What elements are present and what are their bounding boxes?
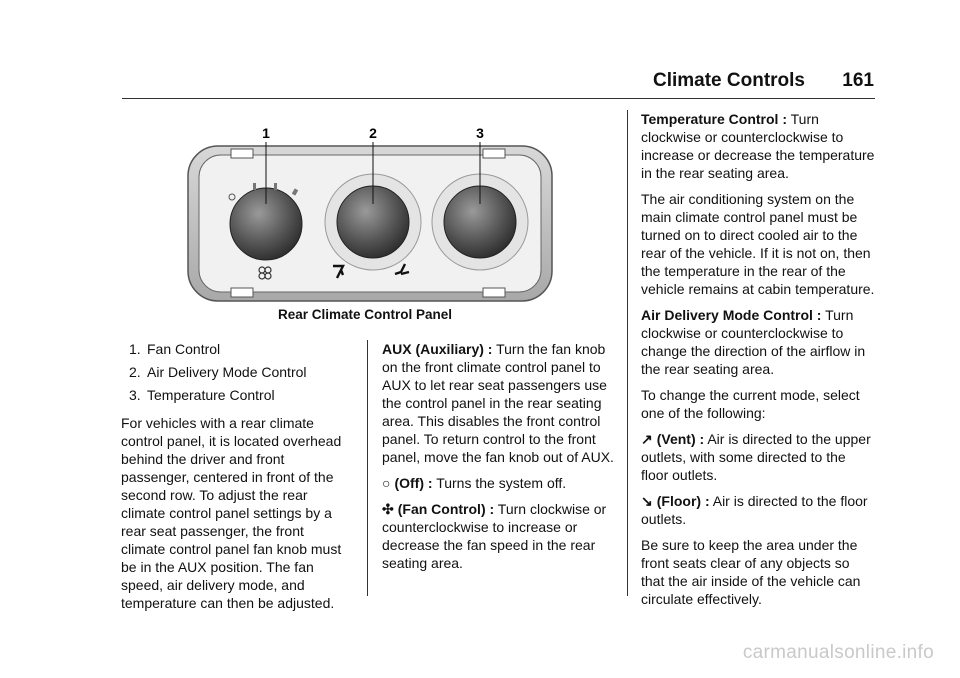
vent-icon: ↗ [641,431,653,447]
page-number: 161 [842,70,874,91]
figure-caption: Rear Climate Control Panel [278,307,453,322]
floor-icon [394,263,410,276]
mode-paragraph: Air Delivery Mode Control : Turn clockwi… [641,307,866,377]
column-2: AUX (Auxiliary) : Turn the fan knob on t… [382,340,618,580]
keep-clear-paragraph: Be sure to keep the area under the front… [641,537,861,607]
callout-2: 2 [369,125,377,141]
column-divider [367,340,368,596]
vent-icon [333,264,345,279]
fan-icon: ✣ [382,501,394,517]
callout-3: 3 [476,125,484,141]
temperature-paragraph: Temperature Control : Turn clockwise or … [641,111,875,181]
callout-list: 1.Fan Control 2.Air Delivery Mode Contro… [121,340,351,404]
aux-paragraph: AUX (Auxiliary) : Turn the fan knob on t… [382,341,614,465]
select-paragraph: To change the current mode, select one o… [641,387,860,421]
callout-1: 1 [262,125,270,141]
list-item: 3.Temperature Control [129,387,275,403]
off-icon: ○ [382,475,391,491]
floor-paragraph: ↘(Floor) : Air is directed to the floor … [641,493,868,527]
off-paragraph: ○(Off) : Turns the system off. [382,475,567,491]
floor-icon: ↘ [641,493,653,509]
section-title: Climate Controls [652,70,806,91]
panel-illustration: 1 2 3 [187,125,553,302]
fan-icon [258,266,272,280]
list-item: 2.Air Delivery Mode Control [129,364,307,380]
rear-climate-panel-figure: 1 2 3 [185,120,555,310]
intro-paragraph: For vehicles with a rear climate control… [121,415,342,611]
ac-paragraph: The air conditioning system on the main … [641,191,875,297]
watermark: carmanualsonline.info [742,642,934,663]
off-icon [228,193,236,201]
fan-paragraph: ✣(Fan Control) : Turn clockwise or count… [382,501,607,571]
column-3: Temperature Control : Turn clockwise or … [641,110,876,616]
page-header: Climate Controls 161 [653,70,874,92]
column-divider [627,110,628,596]
list-item: 1.Fan Control [129,341,221,357]
column-1: 1.Fan Control 2.Air Delivery Mode Contro… [121,340,351,620]
header-rule [122,98,875,99]
vent-paragraph: ↗(Vent) : Air is directed to the upper o… [641,431,871,483]
